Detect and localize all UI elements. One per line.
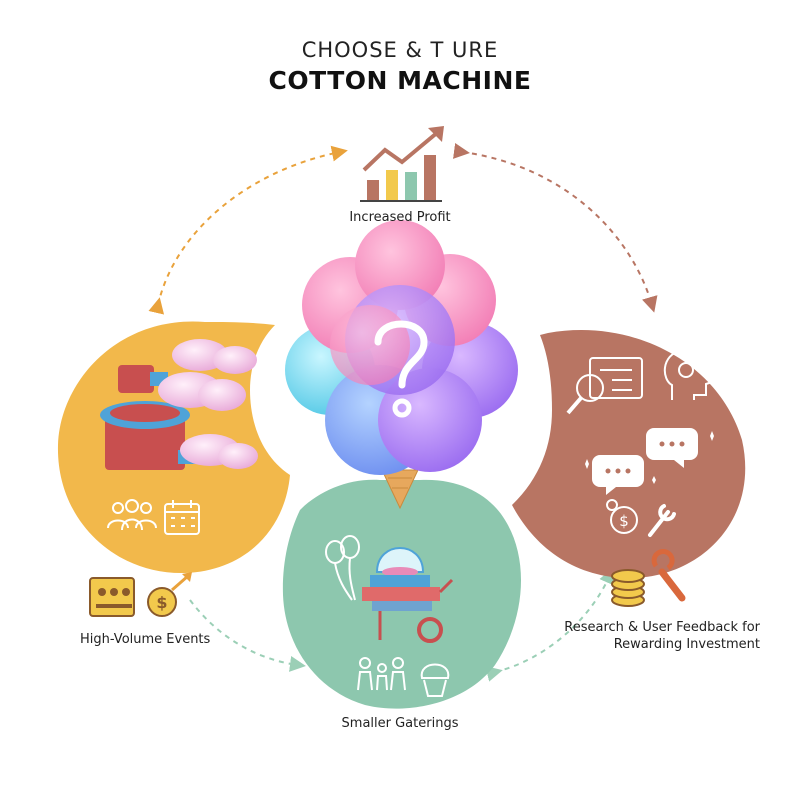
wrench-icon <box>651 549 686 602</box>
document-search-icon <box>566 357 643 415</box>
label-high-volume-events: High-Volume Events <box>80 632 211 647</box>
dollar-growth-icon: $ <box>147 572 192 617</box>
calendar-icon <box>164 500 200 535</box>
cupcake-icon <box>420 663 450 697</box>
head-gear-icon <box>663 348 714 400</box>
label-smaller-gaterings: Smaller Gaterings <box>341 716 459 731</box>
svg-text:$: $ <box>619 512 629 530</box>
audience-icon <box>89 577 135 617</box>
title-line-2: COTTON MACHINE <box>268 66 532 95</box>
family-icon <box>357 657 406 691</box>
brown-panel <box>512 329 746 578</box>
balloons-icon <box>325 535 360 601</box>
label-research-feedback: Research & User Feedback for Rewarding I… <box>564 620 760 652</box>
question-mark-icon <box>374 320 428 418</box>
cotton-candy-cone <box>285 220 518 510</box>
title-line-1: CHOOSE & T URE <box>301 38 499 62</box>
svg-text:$: $ <box>156 593 167 612</box>
line-chart-icon <box>360 126 444 202</box>
dollar-wrench-icon: $ <box>606 499 676 537</box>
label-increased-profit: Increased Profit <box>349 210 451 225</box>
coins-icon <box>611 569 645 607</box>
industrial-machine-icon <box>100 339 258 470</box>
cart-machine-icon <box>362 547 454 643</box>
chat-bubbles-icon <box>585 428 714 495</box>
people-group-icon <box>107 499 157 531</box>
